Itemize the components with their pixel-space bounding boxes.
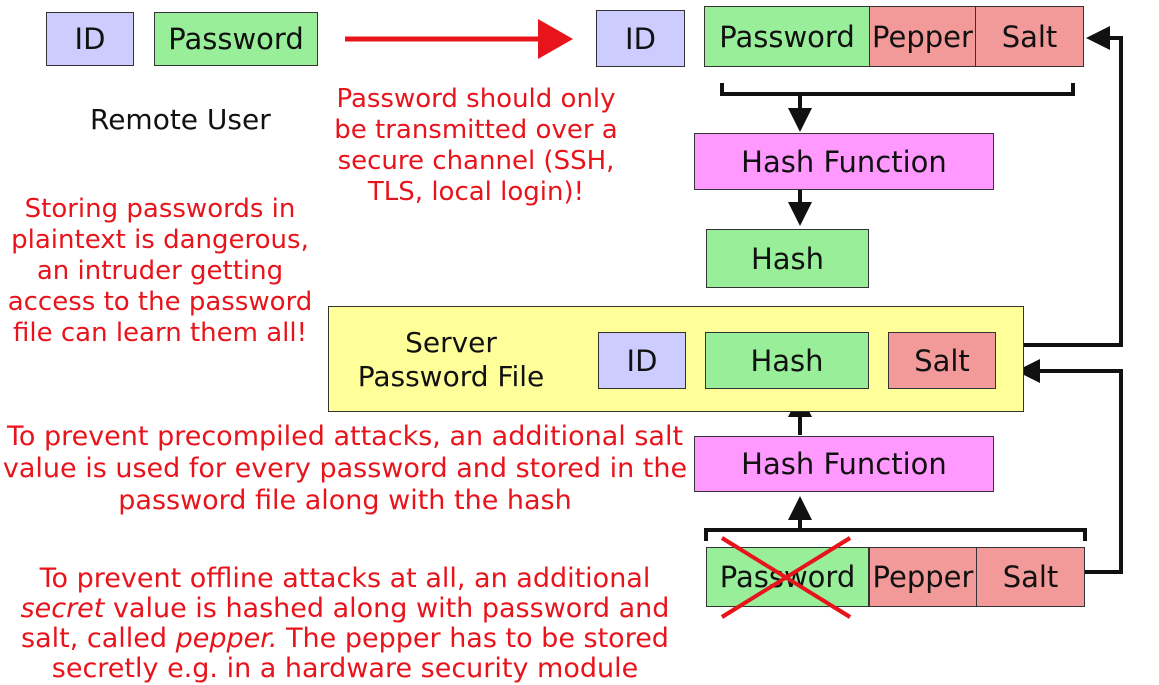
pepper-note-secret: secret: [20, 593, 105, 624]
top-right-salt-label: Salt: [1001, 19, 1058, 54]
salt-loop-bottom: [1016, 359, 1123, 574]
top-left-id-label: ID: [74, 22, 106, 56]
pepper-note-line: salt, called pepper. The pepper has to b…: [0, 624, 690, 654]
salt-note-line: value is used for every password and sto…: [2, 453, 688, 484]
top-left-password-label: Password: [168, 22, 304, 56]
pepper-note-line: secretly e.g. in a hardware security mod…: [51, 653, 639, 684]
server-id-box: ID: [598, 332, 686, 389]
secure-channel-note: Password should only be transmitted over…: [316, 84, 636, 208]
salt-note-line: password file along with the hash: [118, 485, 572, 516]
server-salt-label: Salt: [914, 343, 970, 378]
pepper-note-line3-pre: salt, called: [21, 623, 176, 654]
bottom-salt-box: Salt: [976, 547, 1085, 607]
top-right-id-label: ID: [625, 21, 656, 56]
server-salt-box: Salt: [888, 332, 996, 389]
pepper-note-line3-rest: The pepper has to be stored: [277, 623, 669, 654]
top-left-id-box: ID: [46, 12, 134, 66]
pepper-note-line: secret value is hashed along with passwo…: [0, 594, 690, 624]
pepper-note-pepper: pepper.: [175, 623, 278, 654]
salt-loop-top: [1015, 26, 1123, 347]
secure-channel-note-line: TLS, local login)!: [367, 177, 585, 207]
pepper-note-line2-rest: value is hashed along with password and: [104, 593, 670, 624]
bottom-bracket: [704, 528, 1087, 541]
server-title-line: Password File: [357, 360, 545, 393]
hash-function-bottom-box: Hash Function: [694, 436, 994, 492]
pepper-note-line: To prevent offline attacks at all, an ad…: [39, 563, 651, 594]
top-right-password-label: Password: [719, 19, 855, 54]
plaintext-note-line: Storing passwords in: [24, 194, 296, 224]
server-password-file-title: Server Password File: [356, 326, 546, 394]
pepper-note: To prevent offline attacks at all, an ad…: [0, 564, 690, 684]
top-right-password-box: Password: [704, 6, 870, 67]
salt-note: To prevent precompiled attacks, an addit…: [0, 421, 690, 517]
bottom-pepper-box: Pepper: [869, 547, 977, 607]
server-hash-box: Hash: [705, 332, 869, 389]
hash-function-top-box: Hash Function: [694, 133, 994, 190]
server-hash-label: Hash: [750, 343, 824, 378]
plaintext-note-line: file can learn them all!: [12, 318, 308, 348]
bottom-password-box: Password: [706, 547, 869, 607]
plaintext-note: Storing passwords in plaintext is danger…: [4, 194, 316, 349]
top-right-id-box: ID: [596, 10, 685, 67]
plaintext-note-line: access to the password: [7, 287, 313, 317]
top-right-pepper-box: Pepper: [869, 6, 976, 67]
secure-channel-note-line: be transmitted over a: [334, 115, 618, 145]
top-left-password-box: Password: [154, 12, 318, 66]
top-right-salt-box: Salt: [975, 6, 1084, 67]
bottom-pepper-label: Pepper: [872, 560, 974, 594]
hash-function-top-label: Hash Function: [741, 144, 947, 179]
server-id-label: ID: [626, 343, 658, 378]
secure-channel-note-line: Password should only: [336, 84, 616, 114]
remote-user-label: Remote User: [90, 103, 271, 136]
hash-function-bottom-label: Hash Function: [741, 447, 947, 481]
top-right-pepper-label: Pepper: [872, 19, 973, 54]
salt-note-line: To prevent precompiled attacks, an addit…: [6, 421, 684, 452]
bottom-password-label: Password: [719, 560, 856, 594]
plaintext-note-line: an intruder getting: [36, 256, 284, 286]
hash-top-box: Hash: [706, 229, 869, 288]
server-title-line: Server: [405, 326, 497, 359]
hash-top-label: Hash: [750, 241, 825, 276]
bottom-salt-label: Salt: [1002, 560, 1059, 594]
plaintext-note-line: plaintext is dangerous,: [11, 225, 309, 255]
secure-channel-note-line: secure channel (SSH,: [337, 146, 615, 176]
top-bracket: [720, 83, 1075, 96]
